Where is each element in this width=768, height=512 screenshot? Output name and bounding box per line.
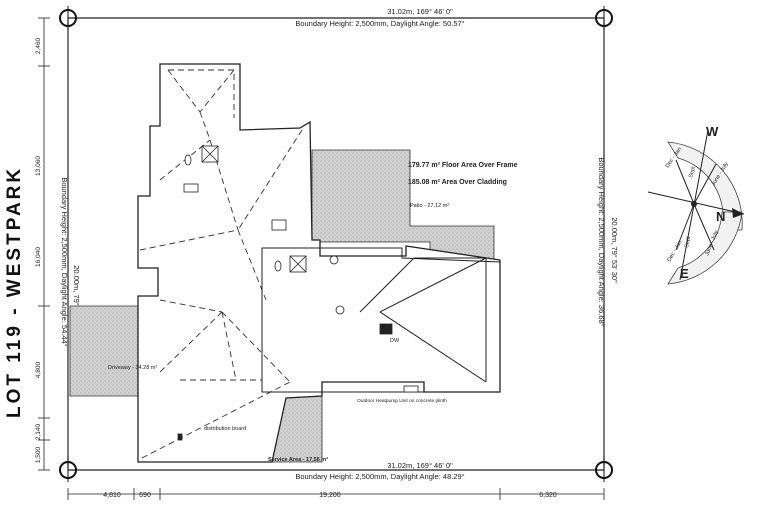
area-over-cladding: 185.08 m² Area Over Cladding (408, 179, 507, 186)
dim-bottom-3: 19,200 (319, 492, 341, 499)
sun-arc-upper (667, 141, 743, 231)
dim-left-3: 16,040 (35, 247, 42, 267)
vanity-2 (271, 219, 287, 231)
left-boundary-info: Boundary Height: 2,500mm, Daylight Angle… (60, 177, 69, 346)
distribution-board-label: distribution board (204, 426, 246, 432)
boundary-corner-markers (59, 6, 613, 482)
sun-dec-jan-bottom: Dec - Jan (667, 240, 684, 263)
paved-areas (69, 149, 495, 463)
compass-east: E (680, 266, 689, 281)
compass-rose: W N E Dec - Jan Sept June - July Dec - J… (647, 124, 745, 285)
floor-area-over-frame: 179.77 m² Floor Area Over Frame (408, 162, 518, 169)
right-boundary-length: 20.00m, 79° 53' 30" (610, 217, 619, 283)
toilet-2 (274, 260, 282, 272)
dim-left-2: 13,060 (35, 156, 42, 176)
top-boundary-info: Boundary Height: 2,500mm, Daylight Angle… (295, 19, 464, 28)
sun-sept-bottom: Sept (684, 236, 692, 249)
toilet-1 (184, 154, 192, 166)
house-outline (137, 63, 501, 463)
outdoor-unit-label: Outdoor Heatpump Unit on concrete plinth (357, 398, 447, 404)
top-boundary-length: 31.02m, 169° 46' 0" (387, 7, 453, 16)
vanity-1 (183, 183, 199, 193)
dim-left-4: 4,800 (35, 361, 42, 378)
dishwasher (379, 323, 393, 335)
sink (329, 255, 339, 265)
bottom-boundary-length: 31.02m, 169° 46' 0" (387, 461, 453, 470)
compass-north: N (716, 209, 725, 224)
dim-left-5: 2,140 (35, 423, 42, 440)
bottom-boundary-info: Boundary Height: 2,500mm, Daylight Angle… (295, 472, 464, 481)
dw-label: DW (390, 338, 400, 344)
sun-arc-lower (667, 211, 743, 285)
fixtures (177, 145, 393, 441)
dim-bottom-2: 690 (139, 492, 151, 499)
service-area-label: Service Area - 17.56 m² (268, 456, 328, 463)
outdoor-unit-box (403, 385, 419, 393)
patio-label: Patio - 27.12 m² (410, 203, 449, 209)
right-boundary-info: Boundary Height: 2,500mm, Daylight Angle… (597, 157, 606, 326)
left-dimension-line (38, 17, 50, 471)
main-roof-block (261, 247, 501, 393)
dim-bottom-1: 4,810 (103, 492, 121, 499)
left-boundary-length: 20.00m, 79° 53' 30" (72, 265, 81, 331)
dim-bottom-4: 6,320 (539, 492, 557, 499)
bottom-dimension-line (67, 488, 605, 500)
dim-left-1: 2,460 (35, 37, 42, 54)
distribution-board-box (177, 433, 183, 441)
driveway-label: Driveway - 34.28 m² (108, 365, 157, 371)
lot-title: LOT 119 - WESTPARK (4, 166, 25, 418)
site-boundary (67, 17, 605, 471)
dim-left-6: 1,500 (35, 446, 42, 463)
sun-sept-top: Sept (688, 166, 697, 179)
hot-water (335, 305, 345, 315)
compass-west: W (706, 124, 719, 139)
